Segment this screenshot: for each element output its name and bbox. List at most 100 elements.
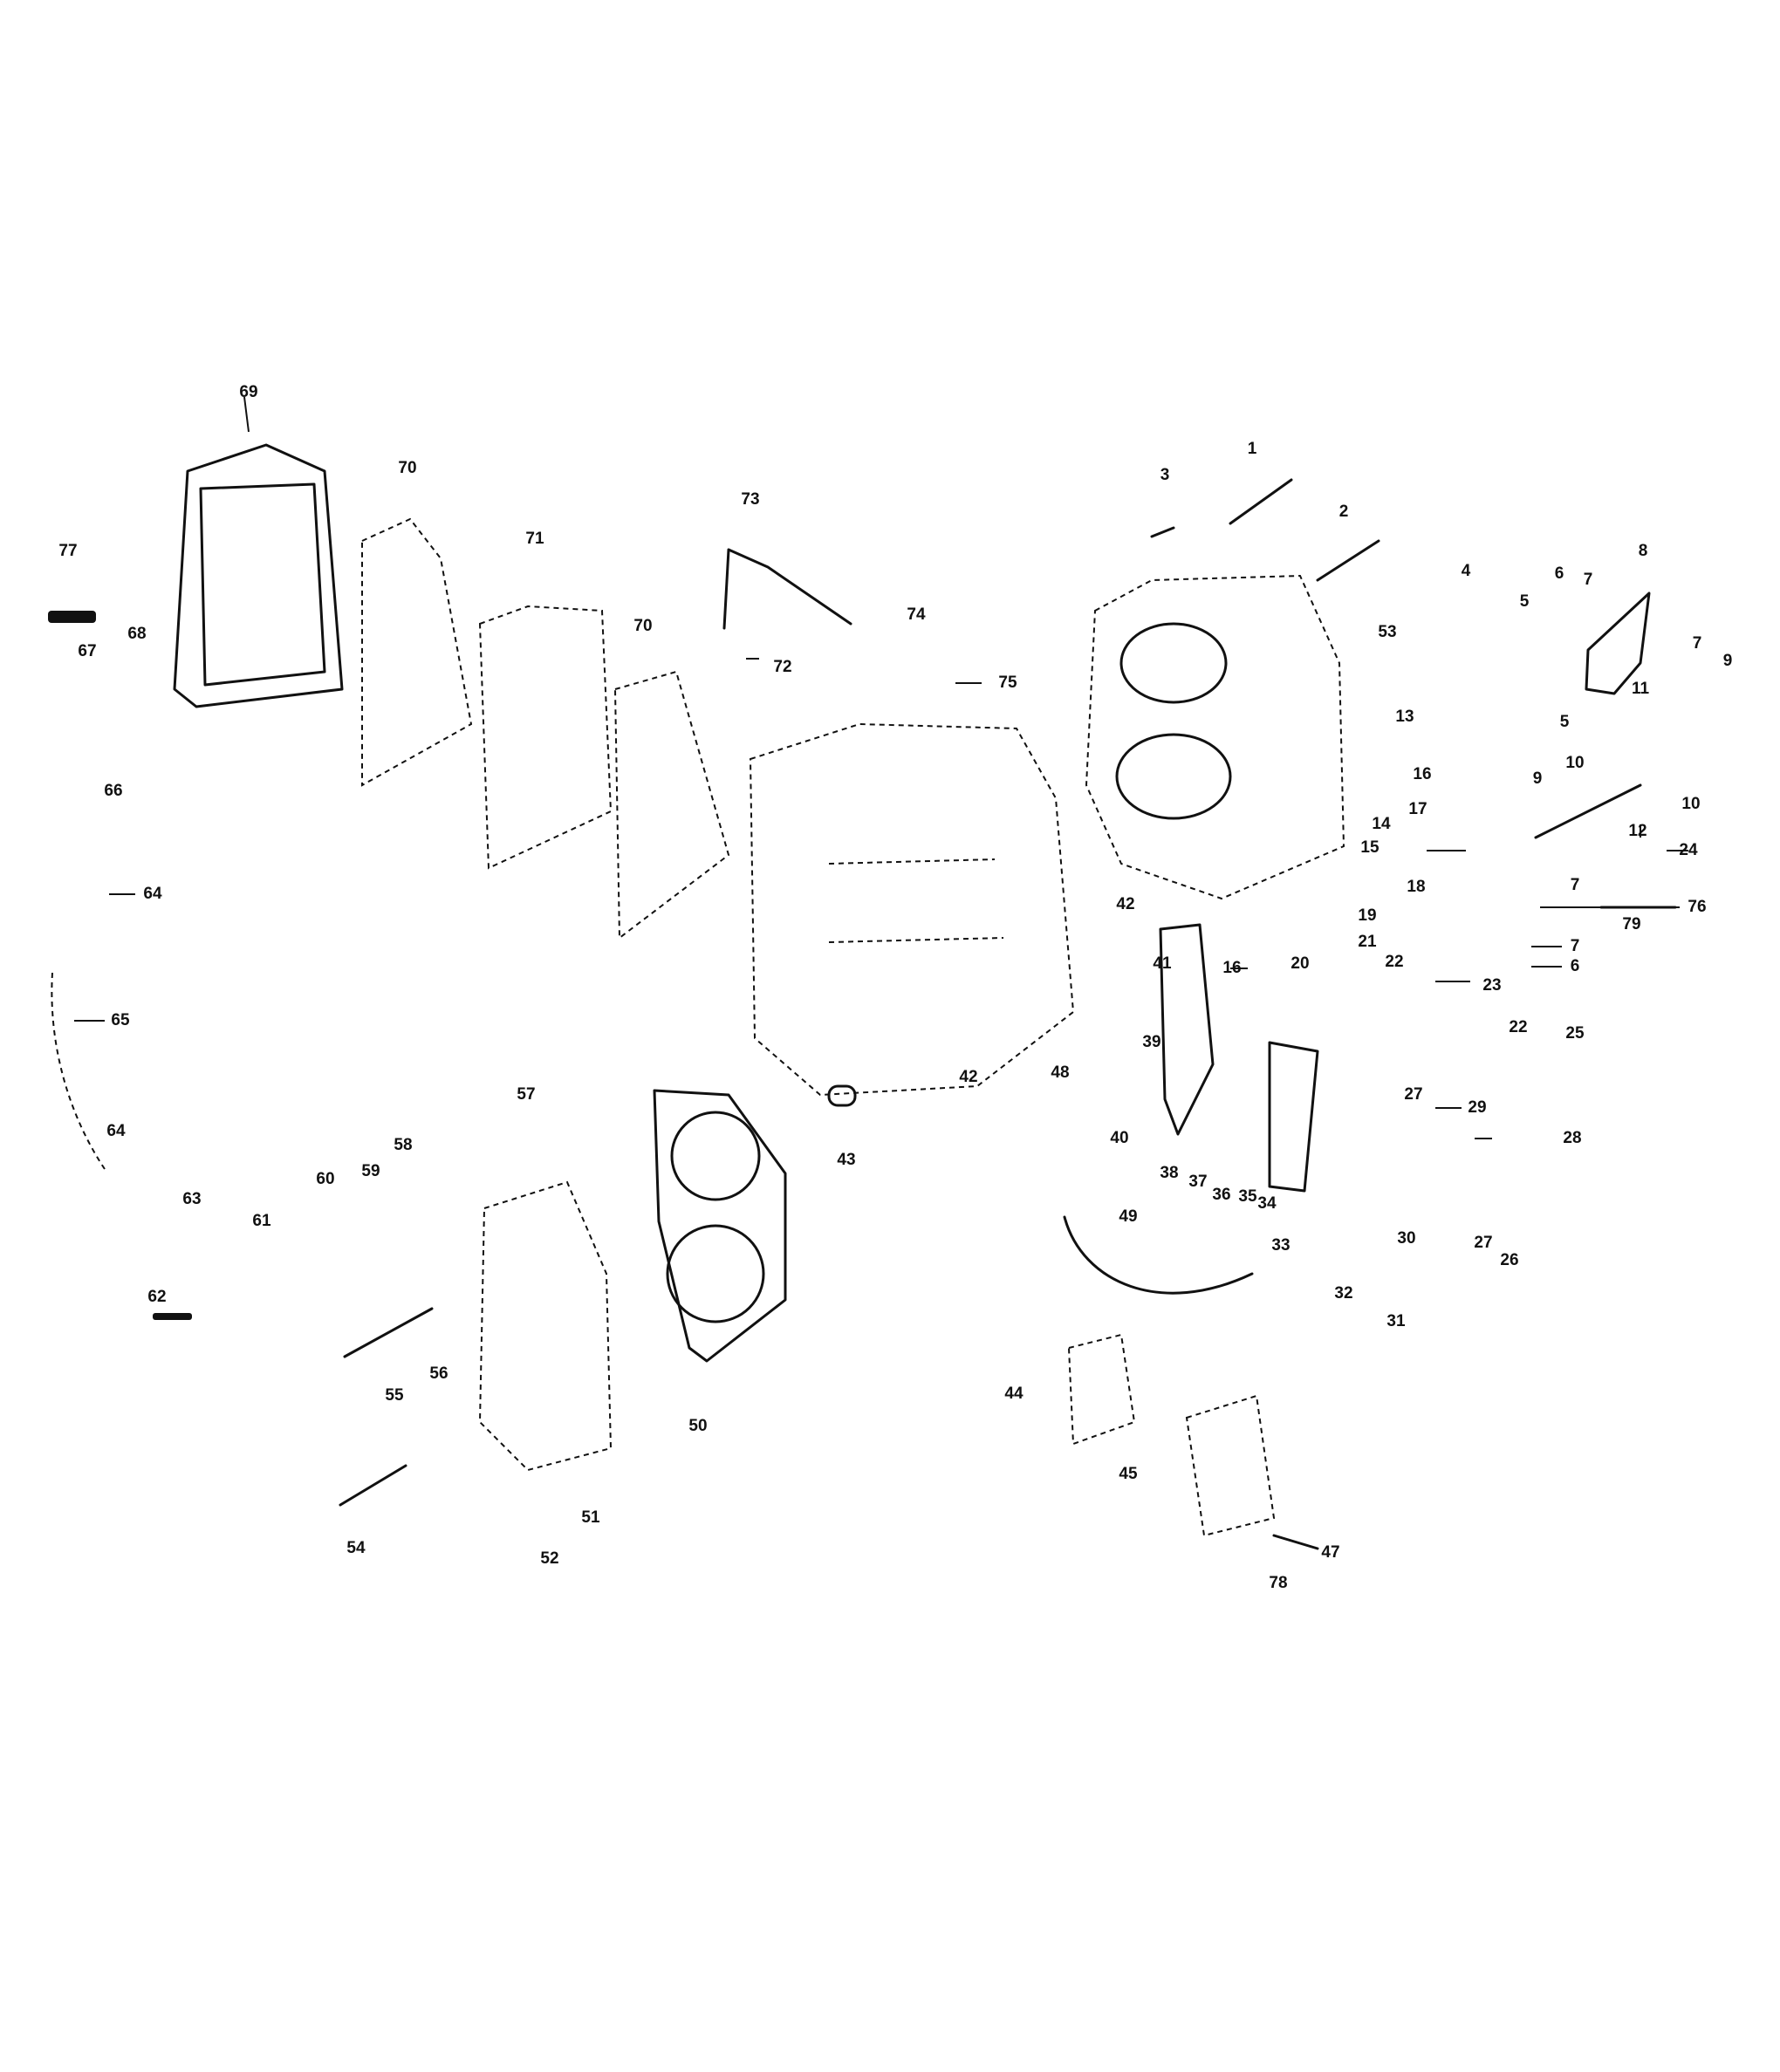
callout-29: 29 bbox=[1468, 1098, 1486, 1117]
callout-74: 74 bbox=[907, 605, 926, 624]
bolt-78 bbox=[1272, 1534, 1319, 1550]
exhaust-cover-69 bbox=[173, 443, 344, 708]
callout-5a: 5 bbox=[1520, 592, 1530, 611]
callout-72: 72 bbox=[773, 658, 791, 676]
callout-48: 48 bbox=[1051, 1063, 1069, 1082]
bracket-8 bbox=[1585, 592, 1651, 695]
callout-54: 54 bbox=[346, 1539, 366, 1557]
callout-9a: 9 bbox=[1723, 652, 1733, 670]
callout-70b: 70 bbox=[633, 617, 652, 635]
callout-78: 78 bbox=[1269, 1574, 1287, 1592]
callout-66: 66 bbox=[104, 782, 122, 800]
callout-33: 33 bbox=[1271, 1236, 1290, 1255]
callout-60: 60 bbox=[316, 1170, 334, 1188]
callout-4: 4 bbox=[1462, 562, 1471, 580]
callout-25: 25 bbox=[1565, 1024, 1585, 1043]
callout-53: 53 bbox=[1378, 623, 1396, 641]
callout-7d: 7 bbox=[1571, 937, 1580, 955]
callout-52: 52 bbox=[540, 1549, 558, 1568]
callout-28: 28 bbox=[1563, 1129, 1581, 1147]
callout-42b: 42 bbox=[1116, 895, 1134, 913]
pin-3 bbox=[1150, 526, 1175, 538]
callout-7b: 7 bbox=[1693, 634, 1702, 653]
callout-64a: 64 bbox=[143, 885, 162, 903]
callout-16a: 16 bbox=[1413, 765, 1431, 783]
callout-7c: 7 bbox=[1571, 876, 1580, 894]
callout-10b: 10 bbox=[1681, 795, 1700, 813]
callout-41: 41 bbox=[1153, 954, 1172, 973]
callout-32: 32 bbox=[1334, 1284, 1352, 1303]
callout-57: 57 bbox=[517, 1085, 535, 1104]
gasket-70-left bbox=[361, 517, 473, 787]
callout-40: 40 bbox=[1110, 1129, 1128, 1147]
callout-70a: 70 bbox=[398, 459, 416, 477]
callout-13: 13 bbox=[1395, 708, 1414, 726]
callout-69: 69 bbox=[239, 383, 257, 401]
callout-24: 24 bbox=[1679, 841, 1698, 859]
callout-22b: 22 bbox=[1509, 1018, 1527, 1036]
callout-71: 71 bbox=[525, 530, 544, 548]
callout-63: 63 bbox=[182, 1190, 201, 1208]
callout-26: 26 bbox=[1500, 1251, 1518, 1269]
crankcase-42 bbox=[749, 722, 1075, 1097]
callout-68: 68 bbox=[127, 625, 146, 643]
callout-23: 23 bbox=[1482, 976, 1501, 995]
callout-50: 50 bbox=[688, 1417, 707, 1435]
callout-58: 58 bbox=[394, 1136, 412, 1154]
callout-21: 21 bbox=[1358, 933, 1377, 951]
callout-8: 8 bbox=[1639, 542, 1648, 560]
gasket-70-right bbox=[613, 670, 730, 940]
callout-20: 20 bbox=[1290, 954, 1309, 973]
callout-31: 31 bbox=[1386, 1312, 1406, 1330]
callout-27b: 27 bbox=[1474, 1234, 1492, 1252]
callout-35: 35 bbox=[1238, 1187, 1257, 1206]
callout-12: 12 bbox=[1628, 822, 1646, 840]
head-gasket-50 bbox=[653, 1089, 787, 1363]
callout-61: 61 bbox=[252, 1212, 271, 1230]
callout-16b: 16 bbox=[1222, 959, 1241, 977]
callout-15: 15 bbox=[1360, 838, 1380, 857]
callout-56: 56 bbox=[429, 1364, 448, 1383]
callout-49: 49 bbox=[1119, 1207, 1137, 1226]
callout-73: 73 bbox=[741, 490, 759, 509]
callout-3: 3 bbox=[1160, 466, 1170, 484]
link-39 bbox=[1159, 923, 1215, 1136]
leader-lines bbox=[74, 396, 1688, 1139]
callout-39: 39 bbox=[1142, 1033, 1160, 1051]
callout-34: 34 bbox=[1257, 1194, 1277, 1213]
bolt-1 bbox=[1229, 478, 1293, 525]
cylinder-head-52 bbox=[478, 1180, 613, 1472]
callout-14: 14 bbox=[1372, 815, 1391, 833]
pump-47 bbox=[1185, 1394, 1276, 1537]
callout-2: 2 bbox=[1339, 503, 1349, 521]
cylinder-block-42 bbox=[1085, 574, 1345, 900]
plug-43 bbox=[827, 1084, 857, 1107]
callout-76: 76 bbox=[1688, 898, 1706, 916]
rod-12 bbox=[1534, 783, 1642, 839]
callout-79: 79 bbox=[1622, 915, 1640, 933]
tube-73 bbox=[722, 548, 852, 630]
callout-62: 62 bbox=[147, 1288, 166, 1306]
callout-45: 45 bbox=[1119, 1465, 1138, 1483]
cover-45 bbox=[1067, 1333, 1136, 1446]
callout-47: 47 bbox=[1321, 1543, 1339, 1562]
callout-6a: 6 bbox=[1555, 564, 1564, 583]
bolt-67 bbox=[48, 611, 96, 623]
callout-11: 11 bbox=[1632, 680, 1650, 698]
screw-62 bbox=[153, 1313, 192, 1320]
callout-18: 18 bbox=[1407, 878, 1425, 896]
callout-64b: 64 bbox=[106, 1122, 126, 1140]
callout-27a: 27 bbox=[1404, 1085, 1422, 1104]
callout-36: 36 bbox=[1212, 1186, 1230, 1204]
callout-7a: 7 bbox=[1584, 571, 1593, 589]
hose-49 bbox=[1063, 1215, 1254, 1295]
link-34 bbox=[1268, 1041, 1319, 1193]
callout-65: 65 bbox=[111, 1011, 130, 1029]
callout-30: 30 bbox=[1397, 1229, 1415, 1248]
callout-6b: 6 bbox=[1571, 957, 1580, 975]
callout-59: 59 bbox=[361, 1162, 380, 1180]
callout-1: 1 bbox=[1248, 440, 1257, 458]
bolt-2 bbox=[1316, 539, 1380, 582]
plate-71 bbox=[478, 605, 613, 870]
